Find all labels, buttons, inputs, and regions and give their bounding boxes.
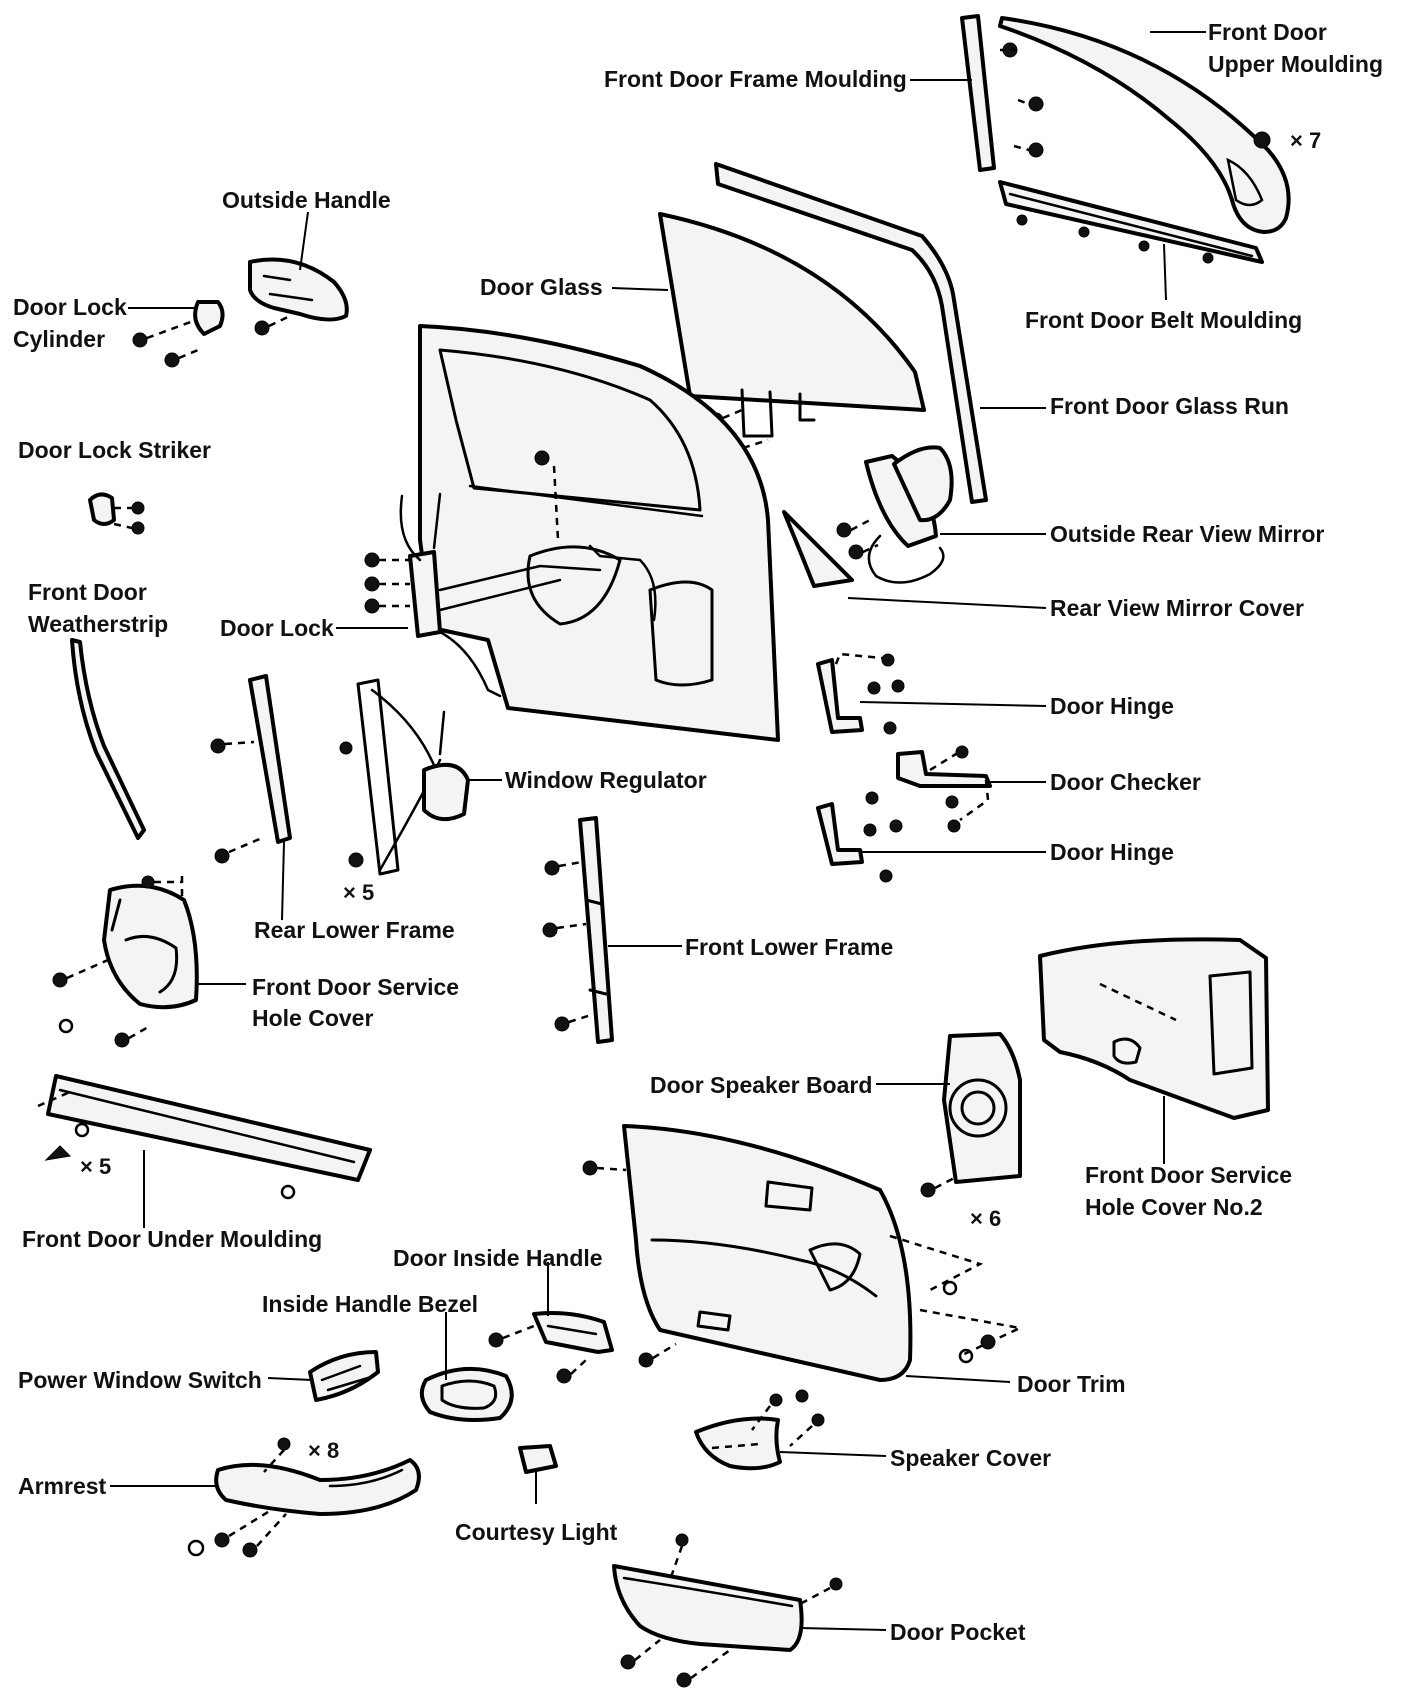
label-qty-x6: × 6	[970, 1206, 1001, 1231]
label-door-lock-cylinder: Cylinder	[13, 326, 105, 352]
label-front-door-weatherstrip: Front Door	[28, 579, 147, 605]
frame-moulding-screws	[1000, 42, 1271, 158]
label-outside-handle: Outside Handle	[222, 187, 391, 213]
label-door-checker: Door Checker	[1050, 769, 1201, 795]
label-qty-x5-regulator: × 5	[343, 880, 374, 905]
door-lock	[364, 492, 602, 698]
label-rear-lower-frame: Rear Lower Frame	[254, 917, 455, 943]
label-front-door-service-hole-cover-no2: Front Door Service	[1085, 1162, 1292, 1188]
label-qty-x8: × 8	[308, 1438, 339, 1463]
label-qty-x7: × 7	[1290, 128, 1321, 153]
label-front-door-under-moulding: Front Door Under Moulding	[22, 1226, 322, 1252]
speaker-cover	[694, 1389, 825, 1471]
armrest	[187, 1437, 421, 1558]
label-speaker-cover: Speaker Cover	[890, 1445, 1051, 1471]
door-speaker-board	[920, 1032, 1022, 1198]
outside-rear-view-mirror	[836, 445, 954, 584]
label-rear-view-mirror-cover: Rear View Mirror Cover	[1050, 595, 1304, 621]
label-front-lower-frame: Front Lower Frame	[685, 934, 893, 960]
label-front-door-upper-moulding: Upper Moulding	[1208, 51, 1383, 77]
rear-view-mirror-cover	[782, 510, 854, 588]
door-hinge-lower	[816, 791, 903, 883]
label-qty-x5-moulding: × 5	[80, 1154, 111, 1179]
label-outside-rear-view-mirror: Outside Rear View Mirror	[1050, 521, 1324, 547]
label-armrest: Armrest	[18, 1473, 107, 1499]
front-lower-frame	[542, 816, 614, 1044]
front-door-upper-moulding	[998, 16, 1291, 234]
label-door-pocket: Door Pocket	[890, 1619, 1026, 1645]
window-regulator	[339, 678, 470, 876]
label-door-trim: Door Trim	[1017, 1371, 1126, 1397]
front-door-weatherstrip	[70, 638, 146, 840]
label-door-lock-cylinder: Door Lock	[13, 294, 127, 320]
label-front-door-service-hole-cover-no2: Hole Cover No.2	[1085, 1194, 1263, 1220]
front-door-glass-run	[714, 162, 988, 504]
label-front-door-service-hole-cover: Hole Cover	[252, 1005, 373, 1031]
door-inside-handle	[488, 1311, 614, 1384]
label-front-door-glass-run: Front Door Glass Run	[1050, 393, 1289, 419]
label-door-hinge-lower: Door Hinge	[1050, 839, 1174, 865]
label-door-lock-striker: Door Lock Striker	[18, 437, 211, 463]
door-trim	[582, 1124, 1025, 1382]
door-lock-striker	[88, 492, 145, 535]
label-power-window-switch: Power Window Switch	[18, 1367, 262, 1393]
label-front-door-frame-moulding: Front Door Frame Moulding	[604, 66, 907, 92]
label-door-inside-handle: Door Inside Handle	[393, 1245, 603, 1271]
label-front-door-upper-moulding: Front Door	[1208, 19, 1327, 45]
label-front-door-weatherstrip: Weatherstrip	[28, 611, 168, 637]
door-checker	[896, 745, 992, 833]
leader-lines	[110, 31, 1206, 1631]
label-inside-handle-bezel: Inside Handle Bezel	[262, 1291, 478, 1317]
door-pocket	[612, 1533, 843, 1688]
courtesy-light	[518, 1444, 558, 1474]
front-door-under-moulding	[37, 1074, 372, 1200]
label-front-door-service-hole-cover: Front Door Service	[252, 974, 459, 1000]
label-door-speaker-board: Door Speaker Board	[650, 1072, 872, 1098]
labels: Front Door Upper Moulding Front Door Fra…	[13, 19, 1383, 1645]
label-courtesy-light: Courtesy Light	[455, 1519, 618, 1545]
front-door-service-hole-cover-no2	[1038, 937, 1270, 1120]
label-door-lock: Door Lock	[220, 615, 334, 641]
door-hinge-upper	[816, 652, 905, 735]
label-front-door-belt-moulding: Front Door Belt Moulding	[1025, 307, 1302, 333]
label-window-regulator: Window Regulator	[505, 767, 707, 793]
door-lock-cylinder	[132, 300, 225, 368]
front-door-service-hole-cover	[52, 875, 199, 1048]
front-door-frame-moulding	[960, 14, 996, 172]
outside-handle	[248, 257, 349, 336]
label-door-glass: Door Glass	[480, 274, 603, 300]
power-window-switch	[308, 1350, 380, 1402]
front-door-belt-moulding	[998, 180, 1264, 264]
door-panel	[418, 324, 780, 742]
inside-handle-bezel	[419, 1366, 514, 1422]
rear-lower-frame	[210, 674, 292, 864]
label-door-hinge-upper: Door Hinge	[1050, 693, 1174, 719]
